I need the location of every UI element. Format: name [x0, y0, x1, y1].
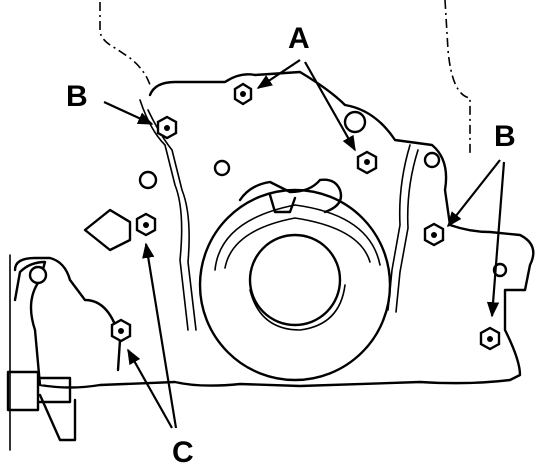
locating-hole-2 — [138, 170, 158, 190]
engine-block-outline — [99, 2, 151, 86]
upper-ridge — [83, 208, 132, 252]
callout-label-c: C — [172, 436, 194, 469]
upper-boss — [238, 178, 343, 214]
outlet-pipe — [6, 370, 72, 412]
left-flange — [13, 256, 122, 372]
bolt-a2 — [356, 150, 378, 175]
bolt-c1 — [135, 212, 157, 237]
rotor-housing-rim — [214, 204, 381, 271]
rotor-housing-outer — [198, 188, 392, 382]
right-casting-line — [387, 144, 411, 311]
drive-slot — [268, 193, 297, 214]
inner-casting-line-2 — [147, 109, 197, 331]
locating-hole-4 — [423, 151, 441, 169]
callout-label-a: A — [288, 22, 310, 55]
callout-label-b-left: B — [66, 80, 88, 113]
leader-lines-b-left — [103, 101, 154, 125]
bolt-c2 — [110, 318, 132, 343]
locating-hole-5 — [492, 262, 508, 278]
leader-lines-b-right — [447, 159, 506, 318]
bolt-a1 — [233, 82, 253, 106]
bore-shadow — [249, 284, 346, 331]
bolt-b3 — [479, 326, 501, 351]
pump-housing-outline — [13, 70, 535, 389]
rotor-housing-rim-2 — [224, 217, 371, 269]
crankshaft-bore — [248, 233, 342, 327]
locating-hole-3 — [343, 110, 367, 134]
flange-hole — [28, 265, 48, 285]
leader-lines-a — [256, 59, 356, 152]
leader-lines-c — [127, 242, 178, 429]
engine-block-outline-right — [444, 0, 471, 155]
right-casting-line-2 — [395, 149, 419, 313]
locating-hole-1 — [213, 159, 231, 177]
bolt-b2 — [423, 222, 445, 247]
bolt-b1 — [156, 115, 178, 140]
outlet-pipe-lower — [38, 393, 77, 442]
callout-label-b-right: B — [494, 120, 516, 153]
